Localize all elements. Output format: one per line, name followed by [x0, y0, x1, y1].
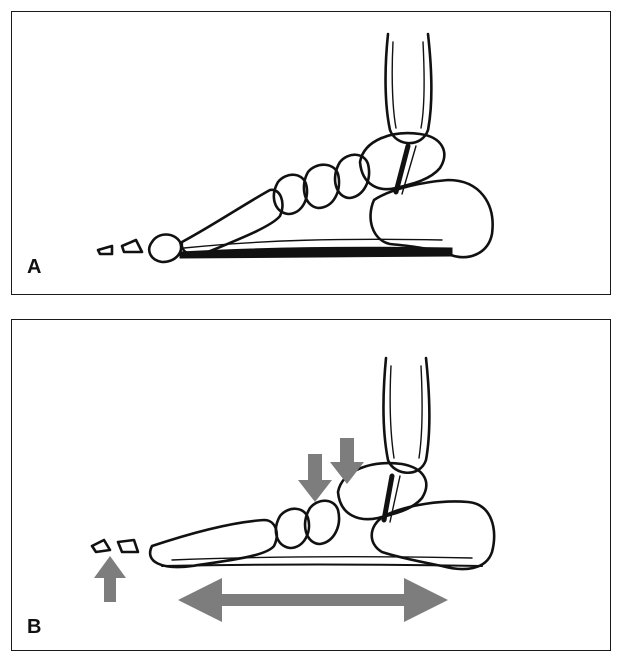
distal-phalanx-tip	[98, 246, 112, 254]
calcaneus-bone	[372, 502, 494, 570]
panel-label-a: A	[27, 256, 41, 279]
plantar-fascia	[180, 247, 452, 258]
down-arrow-icon	[330, 438, 364, 484]
up-arrow-icon	[94, 556, 126, 602]
distal-phalanx	[122, 240, 142, 252]
foot-skeleton-neutral	[12, 12, 609, 293]
double-headed-arrow-icon	[178, 578, 448, 622]
panel-label-b: B	[27, 616, 41, 639]
metatarsal-bone	[150, 520, 277, 567]
foot-skeleton-loaded	[12, 320, 609, 649]
distal-phalanx-tip	[92, 540, 110, 552]
panel-a: A	[11, 11, 611, 295]
calcaneus-bone	[371, 180, 493, 257]
down-arrow-icon	[298, 454, 332, 502]
metatarsal-bone	[182, 190, 283, 255]
cuneiform-bone-1	[304, 165, 339, 208]
plantar-fascia	[162, 565, 482, 567]
distal-phalanx	[118, 540, 138, 552]
proximal-phalanx	[149, 235, 181, 263]
panel-b: B	[11, 319, 611, 651]
